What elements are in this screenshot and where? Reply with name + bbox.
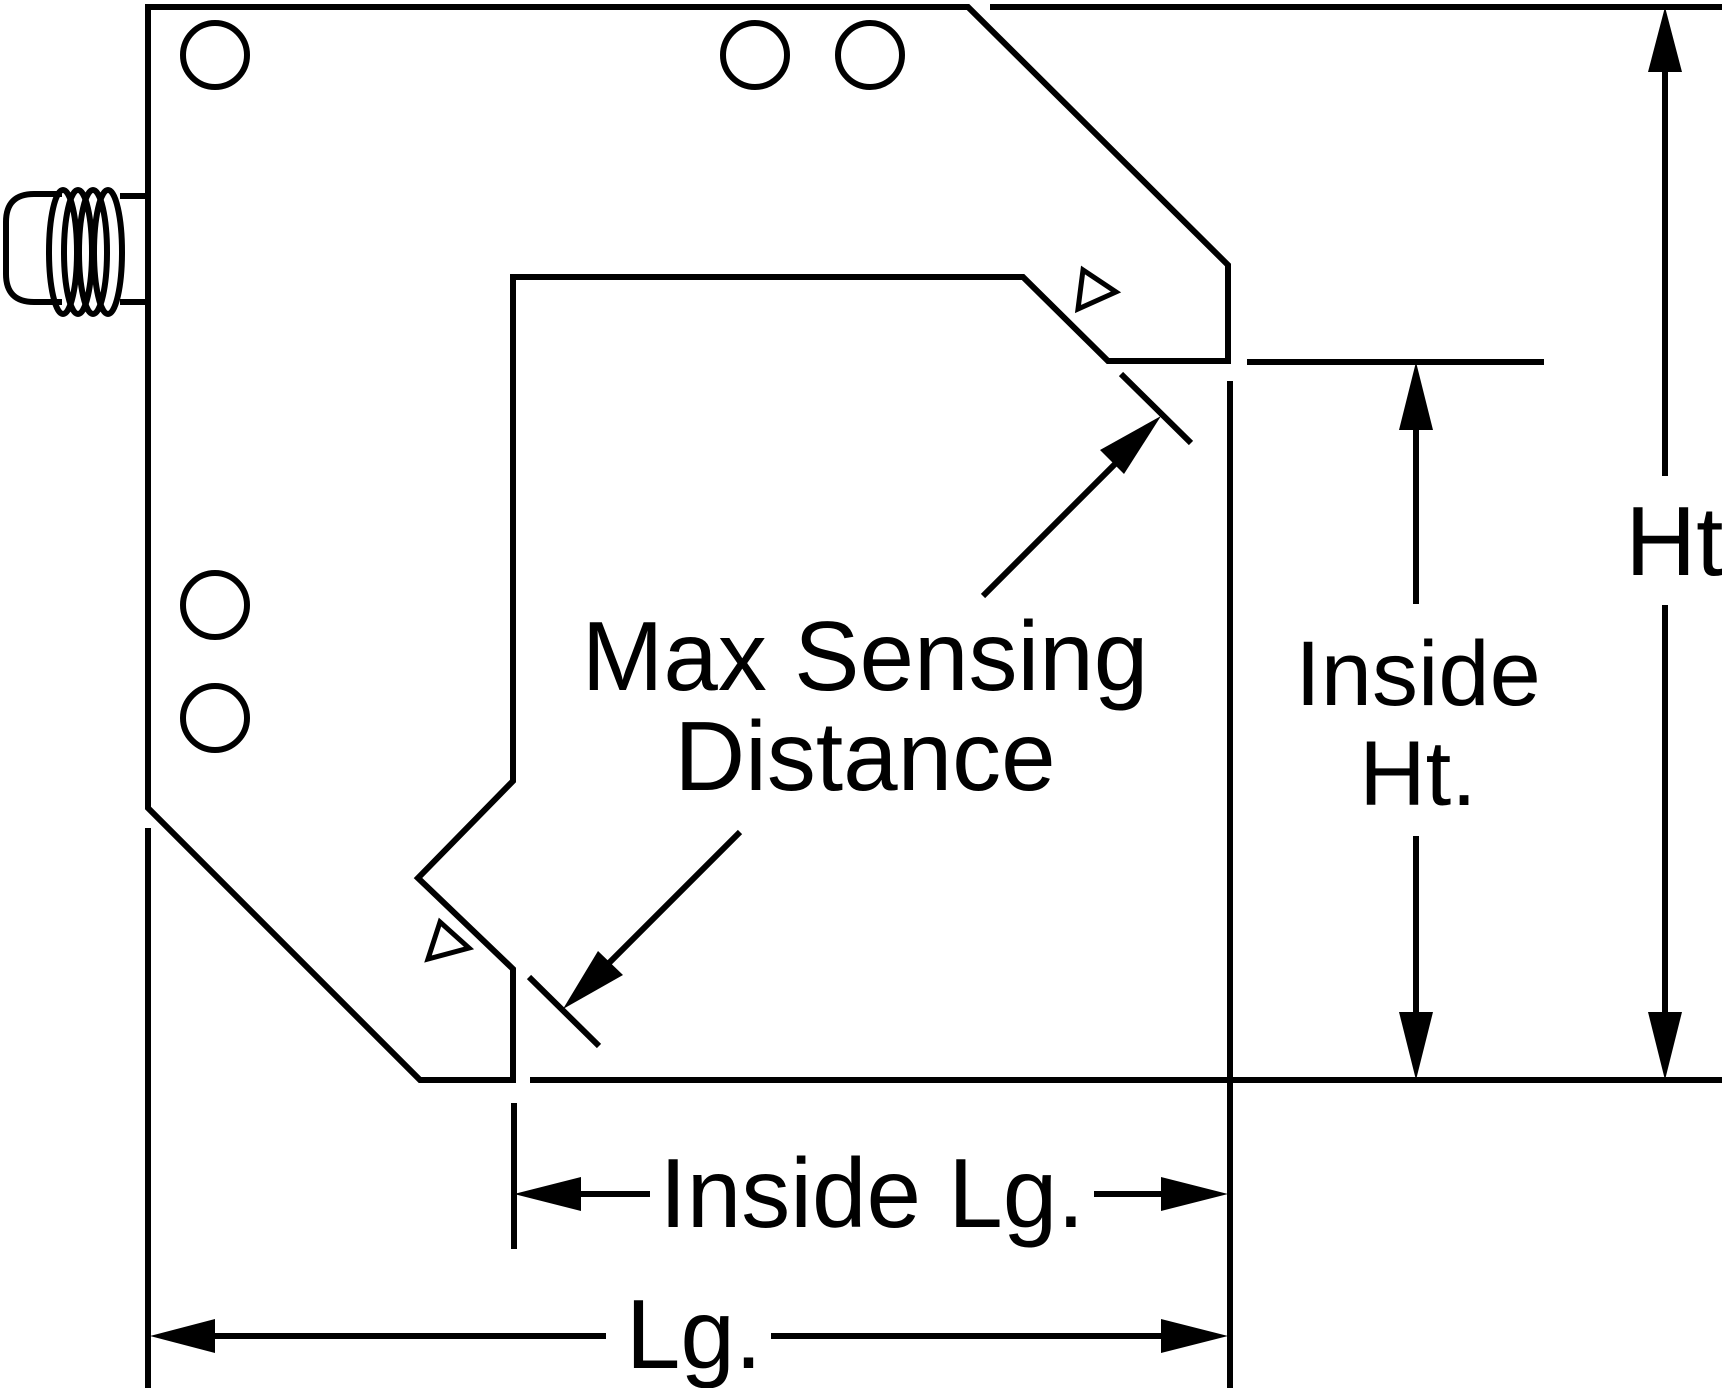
arrowhead-up (1648, 7, 1682, 72)
mounting-hole (835, 20, 905, 90)
connector-cap (3, 191, 62, 305)
mounting-hole (180, 20, 250, 90)
inside-ht-label-line1: Inside (1295, 623, 1541, 725)
arrowhead-lower-left (563, 951, 623, 1009)
arrowhead-down (1399, 1012, 1433, 1080)
max-sensing-leader-upper (980, 446, 1133, 599)
emitter-indicator (1074, 265, 1122, 314)
connector-thread (91, 187, 125, 317)
inside-ht-label-line2: Ht. (1359, 723, 1477, 825)
sensing-face-tick-upper (1118, 371, 1194, 446)
cable-connector (3, 187, 151, 317)
sensor-housing-outline (145, 4, 1231, 1083)
max-sensing-leader-lower (596, 829, 743, 976)
lg-dimension: Lg. (150, 1279, 1228, 1388)
mounting-hole (720, 20, 790, 90)
ht-label: Ht. (1625, 486, 1722, 596)
inside-lg-dimension: Inside Lg. (514, 1138, 1228, 1248)
arrowhead-right (1161, 1319, 1228, 1353)
max-sensing-label-line2: Distance (674, 701, 1055, 811)
arrowhead-up (1399, 362, 1433, 430)
inside-ht-dimension: Inside Ht. (1295, 362, 1541, 1080)
mounting-hole (180, 570, 250, 640)
max-sensing-distance-callout: Max Sensing Distance (563, 416, 1161, 1009)
arrowhead-left (150, 1319, 215, 1353)
arrowhead-right (1161, 1177, 1228, 1211)
receiver-indicator (424, 917, 475, 963)
max-sensing-label-line1: Max Sensing (582, 601, 1149, 711)
sensing-face-tick-lower (526, 974, 602, 1049)
connector-thread (76, 187, 110, 317)
arrowhead-left (514, 1177, 581, 1211)
lg-label: Lg. (626, 1279, 762, 1388)
mounting-hole (180, 683, 250, 753)
arrowhead-down (1648, 1012, 1682, 1080)
inside-lg-label: Inside Lg. (660, 1138, 1085, 1248)
arrowhead-upper-right (1100, 416, 1161, 474)
ht-dimension: Ht. (1625, 7, 1722, 1080)
